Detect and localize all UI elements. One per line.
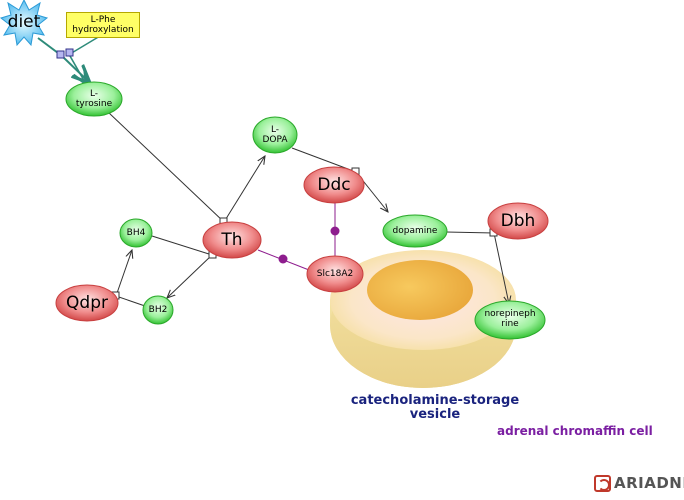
lphe-to-tyrosine-edge	[69, 55, 86, 84]
ddc-node[interactable]	[303, 166, 365, 204]
bh4-node[interactable]	[119, 218, 153, 248]
bh2-to-qdpr-edge	[115, 295, 146, 307]
dopamine-to-dbh-edge	[445, 231, 495, 234]
binding-dot	[330, 226, 340, 236]
ldopa-node[interactable]	[252, 116, 298, 154]
lphe-hydroxylation-note: L-Phe hydroxylation	[66, 12, 140, 38]
qdpr-to-bh4-edge	[115, 250, 132, 297]
th-to-bh2-edge	[167, 254, 213, 298]
ariadne-logo-text: ARIADNE	[614, 474, 684, 492]
binding-dot	[278, 254, 288, 264]
norepinephrine-node[interactable]	[474, 300, 546, 340]
dbh-to-norepinephrine-edge	[493, 232, 509, 304]
node-shapes	[55, 81, 549, 340]
diet-star-shape	[0, 0, 49, 47]
tyrosine-to-th-edge	[107, 111, 225, 223]
bh4-to-th-edge	[151, 235, 213, 256]
reaction-square	[65, 48, 74, 57]
bh2-node[interactable]	[142, 295, 174, 325]
ltyrosine-node[interactable]	[65, 81, 123, 117]
th-to-ldopa-edge	[223, 156, 265, 223]
th-node[interactable]	[202, 221, 262, 259]
slc18a2-node[interactable]	[306, 255, 364, 293]
ariadne-logo-icon	[594, 474, 611, 492]
dbh-node[interactable]	[487, 202, 549, 240]
qdpr-node[interactable]	[55, 284, 119, 322]
vesicle-compartment	[330, 250, 516, 388]
ariadne-logo: ARIADNE	[594, 474, 684, 492]
vesicle-label: catecholamine-storage vesicle	[350, 393, 520, 422]
lphe-note-connector	[69, 35, 101, 55]
cell-label: adrenal chromaffin cell	[497, 424, 653, 438]
dopamine-node[interactable]	[382, 214, 448, 248]
reaction-square	[56, 50, 65, 59]
